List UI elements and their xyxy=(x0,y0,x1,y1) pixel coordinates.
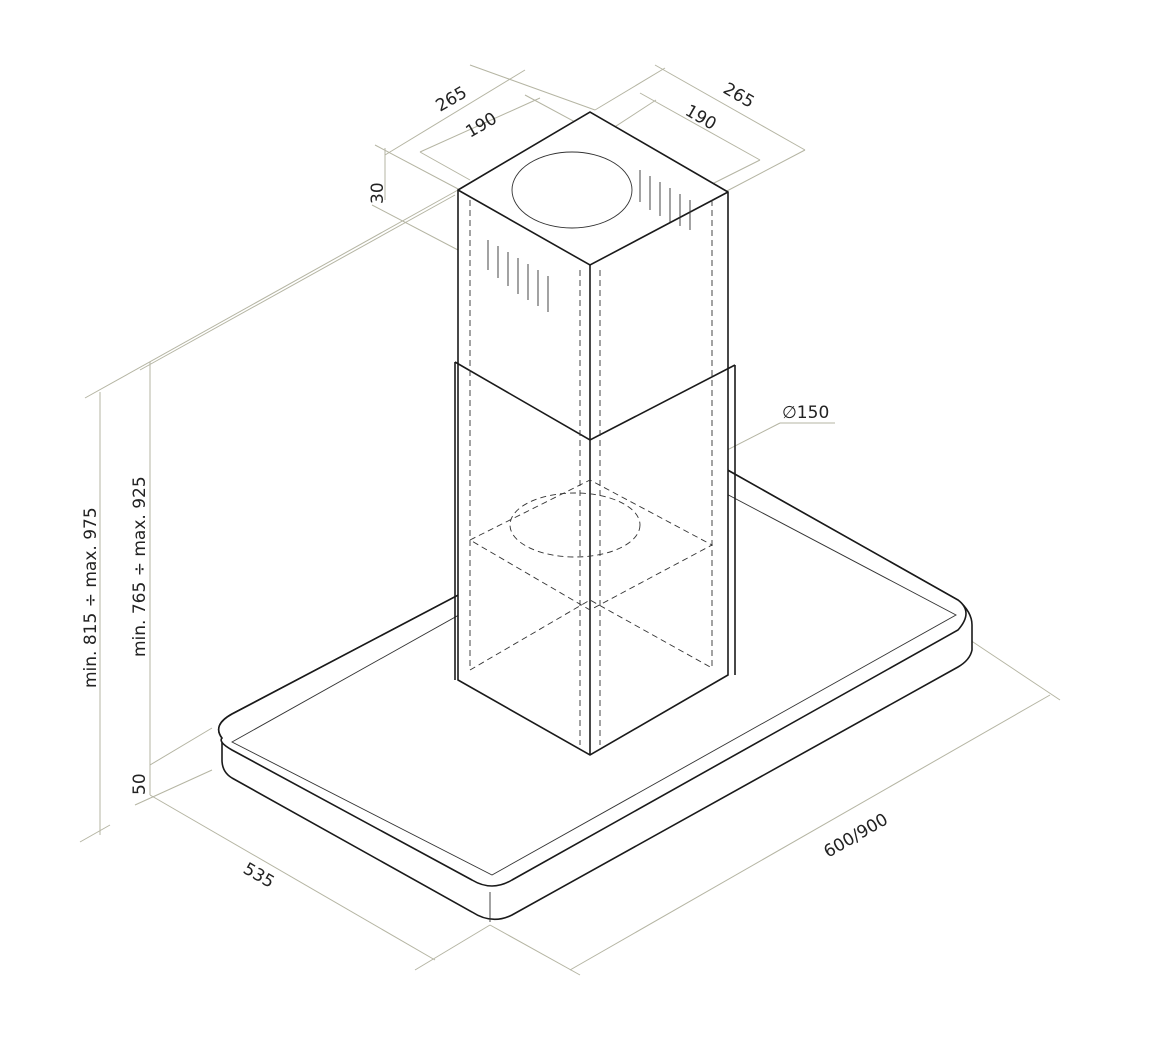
label-canopy-depth: 535 xyxy=(240,859,278,893)
chimney xyxy=(454,111,736,756)
label-canopy-width: 600/900 xyxy=(821,810,892,863)
label-top-offset: 30 xyxy=(368,182,388,204)
duct-opening-top xyxy=(511,151,633,229)
label-chimney-outer-right: 265 xyxy=(720,79,758,113)
label-chimney-inner-right: 190 xyxy=(682,101,720,135)
label-chimney-outer-left: 265 xyxy=(433,83,471,117)
label-chimney-height: min. 765 ÷ max. 925 xyxy=(130,476,150,657)
label-chimney-inner-left: 190 xyxy=(463,109,501,143)
label-total-height: min. 815 ÷ max. 975 xyxy=(81,507,101,688)
duct-opening-bottom xyxy=(509,492,641,558)
label-canopy-thickness: 50 xyxy=(130,773,150,795)
label-duct-diameter: ∅150 xyxy=(782,403,829,423)
